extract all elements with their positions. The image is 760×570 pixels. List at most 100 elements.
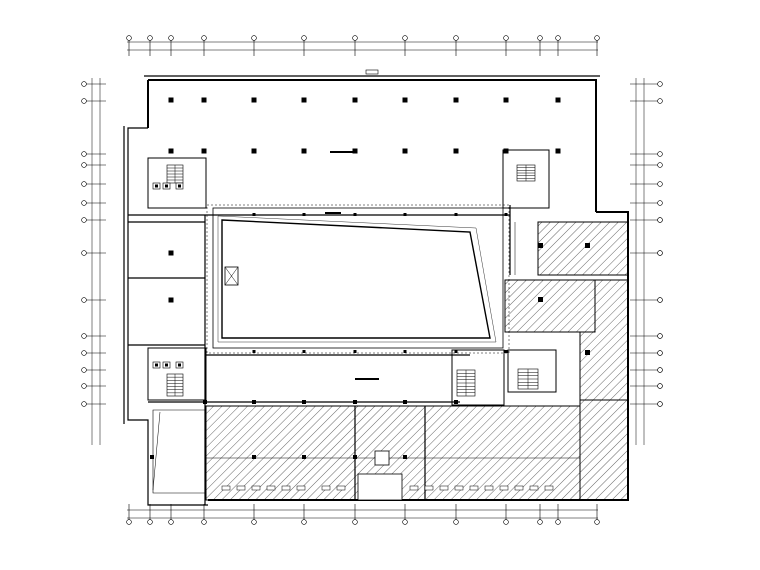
grid-bubble-icon — [301, 35, 307, 41]
left-grid-axis — [81, 78, 106, 445]
grid-bubble-icon — [81, 81, 87, 87]
column-icon — [252, 400, 256, 404]
column-icon — [302, 213, 306, 216]
grid-bubble-icon — [126, 35, 132, 41]
hatched-zones — [205, 221, 629, 501]
column-icon — [201, 97, 207, 103]
grid-bubble-icon — [657, 151, 663, 157]
grid-bubble-icon — [657, 181, 663, 187]
grid-bubble-icon — [657, 297, 663, 303]
top-grid-axis — [126, 35, 600, 56]
grid-bubble-icon — [81, 181, 87, 187]
grid-bubble-icon — [81, 383, 87, 389]
grid-bubble-icon — [126, 519, 132, 525]
grid-bubble-icon — [81, 217, 87, 223]
interior-walls — [128, 149, 580, 505]
column-icon — [403, 213, 407, 216]
right-grid-axis — [630, 78, 663, 445]
grid-bubble-icon — [657, 200, 663, 206]
room-labels — [325, 151, 379, 380]
stair-icon — [152, 164, 539, 397]
column-icon — [252, 213, 256, 216]
grid-bubble-icon — [657, 250, 663, 256]
grid-bubble-icon — [81, 200, 87, 206]
grid-bubble-icon — [201, 35, 207, 41]
column-icon — [353, 455, 357, 459]
column-icon — [302, 455, 306, 459]
column-icon — [454, 213, 458, 216]
column-icon — [503, 97, 509, 103]
column-icon — [201, 148, 207, 154]
grid-bubble-icon — [657, 162, 663, 168]
column-icon — [168, 97, 174, 103]
column-icon — [403, 400, 407, 404]
column-icon — [555, 97, 561, 103]
column-icon — [403, 350, 407, 353]
column-icon — [252, 350, 256, 353]
grid-bubble-icon — [657, 81, 663, 87]
grid-bubble-icon — [453, 519, 459, 525]
bottom-grid-axis — [126, 504, 600, 525]
grid-bubble-icon — [301, 519, 307, 525]
grid-bubble-icon — [657, 333, 663, 339]
column-icon — [301, 97, 307, 103]
column-icon — [252, 455, 256, 459]
column-icon — [454, 400, 458, 404]
grid-bubble-icon — [657, 350, 663, 356]
column-icon — [538, 243, 543, 248]
column-icon — [402, 97, 408, 103]
grid-bubble-icon — [81, 350, 87, 356]
column-icon — [352, 97, 358, 103]
column-icon — [538, 297, 543, 302]
grid-bubble-icon — [168, 35, 174, 41]
grid-bubble-icon — [657, 217, 663, 223]
grid-bubble-icon — [147, 519, 153, 525]
column-icon — [555, 148, 561, 154]
grid-bubble-icon — [81, 250, 87, 256]
column-grid — [150, 97, 590, 459]
column-icon — [353, 213, 357, 216]
column-icon — [402, 148, 408, 154]
column-icon — [403, 455, 407, 459]
grid-bubble-icon — [594, 35, 600, 41]
grid-bubble-icon — [657, 383, 663, 389]
column-icon — [203, 400, 207, 404]
grid-bubble-icon — [555, 519, 561, 525]
column-icon — [302, 350, 306, 353]
grid-bubble-icon — [352, 35, 358, 41]
column-icon — [585, 350, 590, 355]
column-icon — [168, 250, 174, 256]
grid-bubble-icon — [594, 519, 600, 525]
column-icon — [453, 97, 459, 103]
column-icon — [302, 400, 306, 404]
grid-bubble-icon — [81, 367, 87, 373]
grid-bubble-icon — [81, 162, 87, 168]
column-icon — [168, 148, 174, 154]
grid-bubble-icon — [555, 35, 561, 41]
column-icon — [504, 213, 508, 216]
column-icon — [301, 148, 307, 154]
grid-bubble-icon — [81, 297, 87, 303]
grid-bubble-icon — [81, 151, 87, 157]
grid-bubble-icon — [402, 35, 408, 41]
column-icon — [454, 350, 458, 353]
grid-bubble-icon — [201, 519, 207, 525]
column-icon — [453, 148, 459, 154]
grid-bubble-icon — [251, 519, 257, 525]
grid-bubble-icon — [537, 519, 543, 525]
column-icon — [150, 455, 154, 459]
column-icon — [504, 350, 508, 353]
column-icon — [353, 350, 357, 353]
grid-bubble-icon — [81, 401, 87, 407]
grid-bubble-icon — [251, 35, 257, 41]
grid-bubble-icon — [657, 401, 663, 407]
column-icon — [585, 243, 590, 248]
grid-bubble-icon — [503, 35, 509, 41]
column-icon — [503, 148, 509, 154]
grid-bubble-icon — [453, 35, 459, 41]
column-icon — [251, 148, 257, 154]
grid-bubble-icon — [402, 519, 408, 525]
grid-bubble-icon — [168, 519, 174, 525]
grid-bubble-icon — [81, 98, 87, 104]
